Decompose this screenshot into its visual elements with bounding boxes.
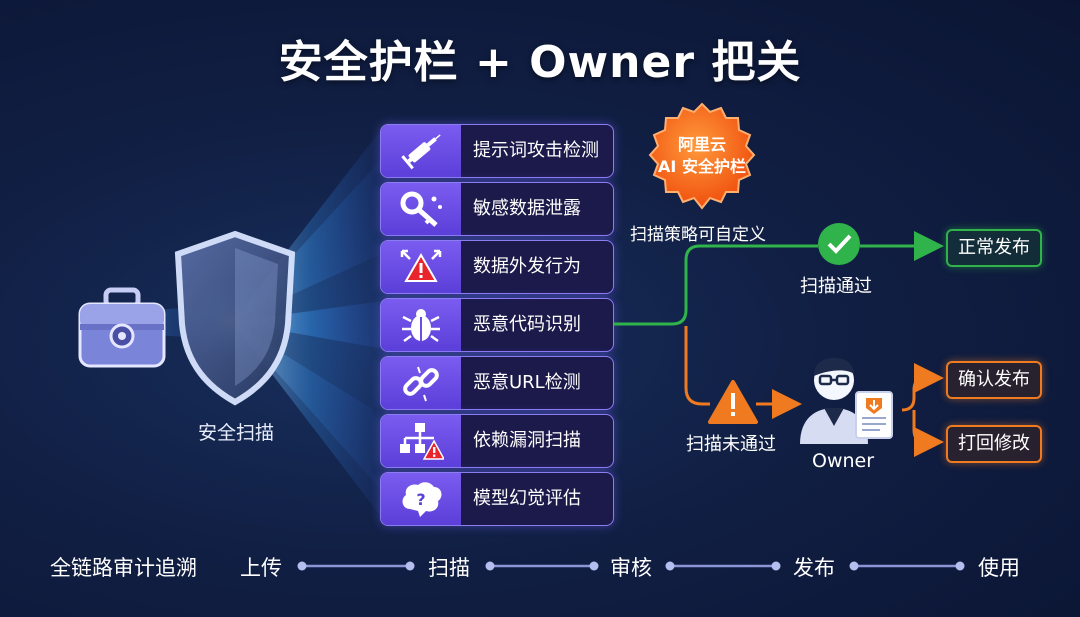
audit-trace-label: 全链路审计追溯 <box>50 556 197 580</box>
stage-scan: 扫描 <box>428 556 470 580</box>
shield-icon <box>174 230 296 406</box>
syringe-icon <box>381 125 461 177</box>
stage-release: 发布 <box>793 556 835 580</box>
check-model-hallucination: ? 模型幻觉评估 <box>380 472 614 526</box>
check-label: 模型幻觉评估 <box>473 488 581 509</box>
check-dependency-vuln: 依赖漏洞扫描 <box>380 414 614 468</box>
alert-arrows-icon <box>381 241 461 293</box>
pass-label: 扫描通过 <box>800 276 872 297</box>
check-data-exfiltration: 数据外发行为 <box>380 240 614 294</box>
stage-review: 审核 <box>610 556 652 580</box>
brain-question-icon: ? <box>381 473 461 525</box>
badge-text: 阿里云 AI 安全护栏 <box>644 134 760 178</box>
check-malicious-code: 恶意代码识别 <box>380 298 614 352</box>
svg-text:?: ? <box>416 490 425 509</box>
check-label: 恶意代码识别 <box>473 314 581 335</box>
check-label: 依赖漏洞扫描 <box>473 430 581 451</box>
scan-label: 安全扫描 <box>198 422 275 444</box>
check-label: 恶意URL检测 <box>473 372 581 393</box>
policy-label: 扫描策略可自定义 <box>630 225 766 245</box>
dependency-warning-icon <box>381 415 461 467</box>
check-malicious-url: 恶意URL检测 <box>380 356 614 410</box>
badge-line1: 阿里云 <box>677 135 726 154</box>
stage-use: 使用 <box>978 556 1020 580</box>
stage-upload: 上传 <box>240 556 282 580</box>
key-icon <box>381 183 461 235</box>
check-label: 数据外发行为 <box>473 256 581 277</box>
check-sensitive-data: 敏感数据泄露 <box>380 182 614 236</box>
fail-label: 扫描未通过 <box>686 434 776 455</box>
check-label: 提示词攻击检测 <box>473 140 599 161</box>
badge-line2: AI 安全护栏 <box>658 157 746 176</box>
aliyun-badge-icon <box>648 102 756 210</box>
check-circle-icon <box>818 223 860 265</box>
send-back-box: 打回修改 <box>946 425 1042 463</box>
confirm-release-box: 确认发布 <box>946 361 1042 399</box>
owner-icon <box>800 358 893 444</box>
check-prompt-attack: 提示词攻击检测 <box>380 124 614 178</box>
normal-release-box: 正常发布 <box>946 229 1042 267</box>
check-label: 敏感数据泄露 <box>473 198 581 219</box>
broken-link-icon <box>381 357 461 409</box>
briefcase-icon <box>78 287 166 368</box>
page-title: 安全护栏 + Owner 把关 <box>278 37 802 88</box>
bug-icon <box>381 299 461 351</box>
owner-label: Owner <box>812 450 875 472</box>
warning-icon <box>708 380 758 424</box>
